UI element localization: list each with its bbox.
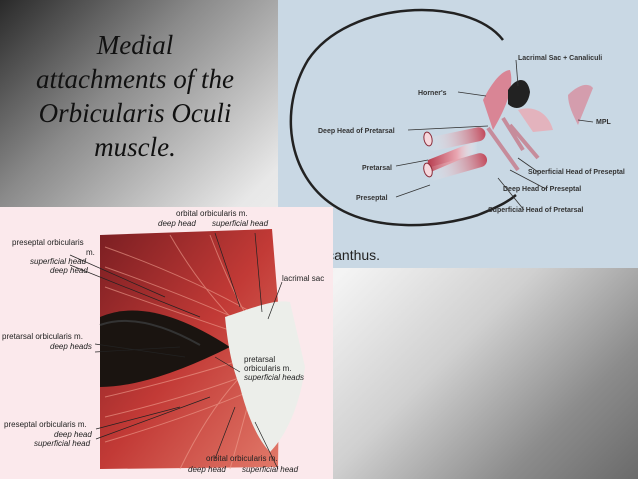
anatomy-leader-lines — [69, 232, 283, 470]
label-preseptal-top-2: m. — [86, 248, 95, 257]
label-lacrimal-sac-anatomy: lacrimal sac — [282, 274, 324, 283]
label-pretarsal-right-superficial: superficial heads — [244, 373, 304, 382]
label-pretarsal-right-1: pretarsal — [244, 355, 275, 364]
label-preseptal-top-superficial: superficial head — [30, 257, 87, 266]
eyelid-lashes — [99, 319, 201, 346]
label-pretarsal-left: pretarsal orbicularis m. — [2, 332, 83, 341]
mpl-fibers — [568, 84, 593, 125]
label-preseptal-bottom-1: preseptal orbicularis m. — [4, 420, 87, 429]
deep-preseptal-fibers — [518, 108, 553, 132]
label-preseptal-top-deep: deep head — [50, 266, 88, 275]
label-superficial-pretarsal: Superficial Head of Pretarsal — [488, 207, 583, 214]
lacrimal-sac — [508, 80, 530, 108]
label-superficial-preseptal: Superficial Head of Preseptal — [528, 169, 625, 176]
label-mpl: MPL — [596, 119, 612, 126]
orbit-outline — [289, 8, 517, 227]
title-line-1: Medial — [96, 30, 174, 60]
title-line-3: Orbicularis Oculi — [38, 98, 232, 128]
label-preseptal: Preseptal — [356, 195, 388, 202]
orbicularis-anatomy-illustration: orbital orbicularis m. deep head superfi… — [0, 207, 333, 479]
label-pretarsal: Pretarsal — [362, 165, 392, 172]
medial-canthal-tendon — [225, 301, 305, 452]
label-deep-pretarsal: Deep Head of Pretarsal — [318, 128, 395, 135]
label-preseptal-bottom-superficial: superficial head — [34, 439, 91, 448]
horners-muscle — [483, 70, 512, 130]
preseptal-muscle — [426, 153, 488, 181]
title-line-2: attachments of the — [36, 64, 234, 94]
label-orbital-top: orbital orbicularis m. — [176, 209, 248, 218]
label-pretarsal-left-deep: deep heads — [50, 342, 92, 351]
label-deep-preseptal: Deep Head of Preseptal — [503, 186, 581, 193]
medial-canthus-diagram: Lacrimal Sac + Canaliculi Horner's MPL D… — [278, 0, 638, 268]
label-orbital-bottom-deep: deep head — [188, 465, 226, 474]
pretarsal-end — [423, 131, 433, 147]
anatomy-svg: orbital orbicularis m. deep head superfi… — [2, 209, 324, 474]
label-orbital-bottom-superficial: superficial head — [242, 465, 299, 474]
superficial-fibers — [486, 116, 540, 172]
title-line-4: muscle. — [94, 132, 176, 162]
preseptal-end — [423, 162, 433, 178]
label-orbital-bottom: orbital orbicularis m. — [206, 454, 278, 463]
eye — [100, 310, 230, 387]
pretarsal-muscle — [426, 127, 486, 151]
medial-canthus-svg: Lacrimal Sac + Canaliculi Horner's MPL D… — [278, 0, 638, 268]
leader-lines — [395, 59, 594, 211]
label-preseptal-top-1: preseptal orbicularis — [12, 238, 84, 247]
label-pretarsal-right-2: orbicularis m. — [244, 364, 292, 373]
label-orbital-top-superficial: superficial head — [212, 219, 269, 228]
slide-title: Medial attachments of the Orbicularis Oc… — [0, 28, 270, 164]
label-horners: Horner's — [418, 90, 447, 97]
label-preseptal-bottom-deep: deep head — [54, 430, 92, 439]
label-orbital-top-deep: deep head — [158, 219, 196, 228]
label-lacrimal-sac: Lacrimal Sac + Canaliculi — [518, 55, 602, 62]
